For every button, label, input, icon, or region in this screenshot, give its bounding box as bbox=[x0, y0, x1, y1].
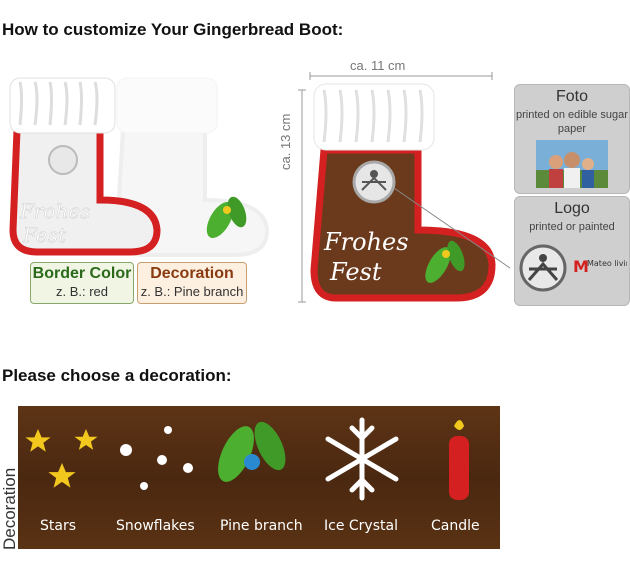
candle-icon bbox=[449, 420, 469, 500]
decoration-label-snowflakes: Snowflakes bbox=[116, 518, 195, 534]
svg-text:Fest: Fest bbox=[329, 258, 382, 286]
decoration-label-stars: Stars bbox=[40, 518, 77, 534]
choose-decoration-heading: Please choose a decoration: bbox=[2, 366, 232, 385]
border-color-tag: Border Color z. B.: red bbox=[30, 262, 134, 304]
foto-option-box: Foto printed on edible sugar paper bbox=[514, 84, 630, 194]
svg-text:Fest: Fest bbox=[22, 223, 67, 247]
svg-text:Mateo living: Mateo living bbox=[587, 259, 627, 268]
logo-option-box: Logo printed or painted M Mateo living bbox=[514, 196, 630, 306]
decoration-tag: Decoration z. B.: Pine branch bbox=[137, 262, 247, 304]
snowflake-dots-icon bbox=[120, 426, 193, 490]
star-icon bbox=[25, 429, 98, 488]
customize-heading: How to customize Your Gingerbread Boot: bbox=[2, 20, 344, 39]
decoration-label-ice-crystal: Ice Crystal bbox=[324, 518, 398, 534]
decoration-label-pine-branch: Pine branch bbox=[220, 518, 303, 534]
height-dimension-label: ca. 13 cm bbox=[278, 113, 293, 170]
pine-branch-icon bbox=[425, 240, 465, 283]
decoration-strip bbox=[18, 406, 500, 549]
boot-illustration-left: Frohes Fest bbox=[9, 77, 270, 257]
svg-text:Frohes: Frohes bbox=[323, 228, 409, 256]
pine-branch-icon bbox=[218, 421, 286, 482]
ice-crystal-icon bbox=[325, 417, 399, 501]
pine-branch-icon bbox=[206, 196, 247, 239]
gingerbread-boot-right: Frohes Fest bbox=[298, 72, 511, 303]
decoration-side-label: Decoration bbox=[0, 467, 19, 550]
family-photo bbox=[536, 140, 608, 188]
svg-text:M: M bbox=[573, 257, 589, 276]
width-dimension-label: ca. 11 cm bbox=[350, 58, 406, 73]
svg-text:Frohes: Frohes bbox=[19, 199, 90, 223]
decoration-label-candle: Candle bbox=[431, 518, 480, 534]
decoration-icons bbox=[25, 417, 469, 501]
logo-sample: M Mateo living bbox=[519, 244, 630, 292]
